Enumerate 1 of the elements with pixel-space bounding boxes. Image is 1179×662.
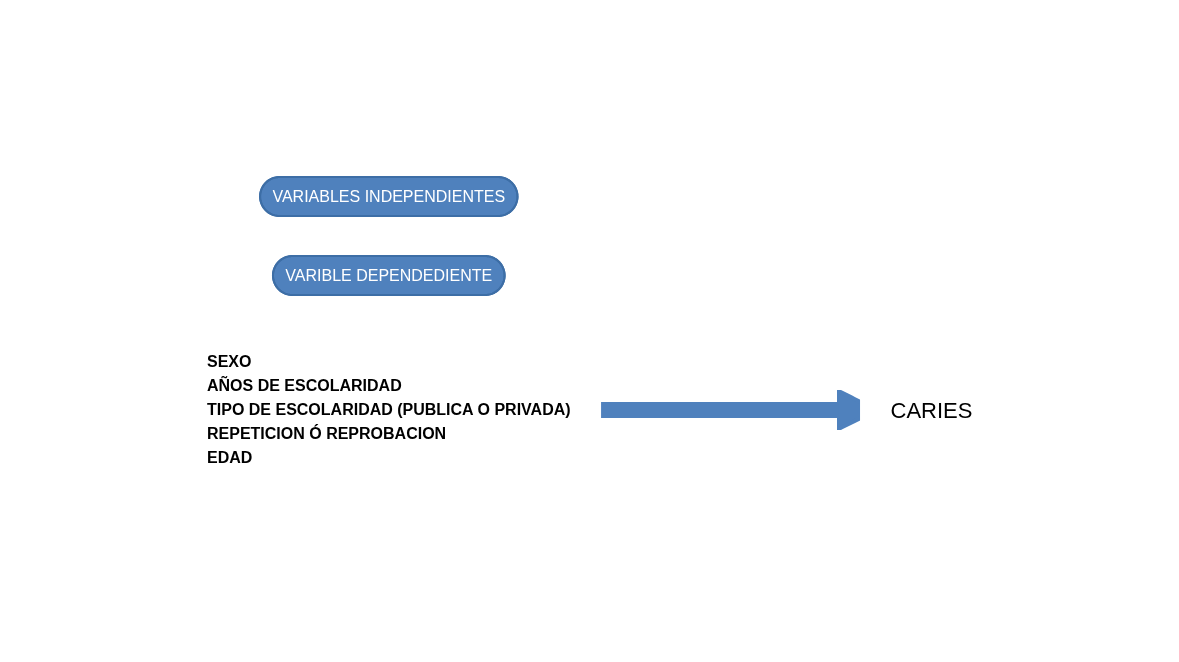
node-text: SEXO AÑOS DE ESCOLARIDAD TIPO DE ESCOLARIDAD (PUBLICA O PRIVADA) REPETICION Ó REPROBACION EDAD [206, 353, 571, 466]
